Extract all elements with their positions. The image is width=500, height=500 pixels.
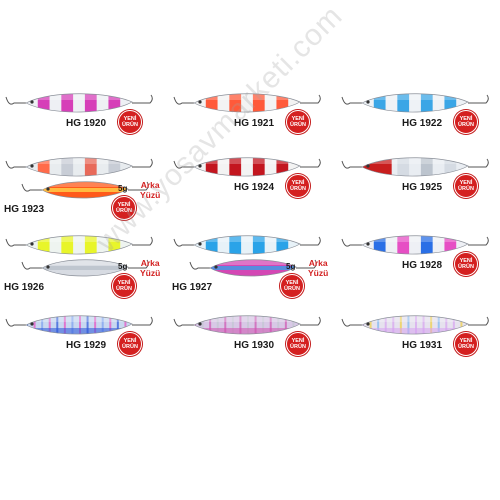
weight-label: 5g xyxy=(118,184,128,193)
hook xyxy=(5,316,153,327)
lure-image xyxy=(4,154,154,185)
lure-back-image xyxy=(188,256,318,285)
hook xyxy=(341,158,489,169)
hook xyxy=(173,236,321,247)
product-code: HG 1923 xyxy=(4,204,45,215)
lure-image xyxy=(340,154,490,185)
product-code: HG 1924 xyxy=(234,182,275,193)
lure-image xyxy=(172,312,322,343)
hook xyxy=(341,236,489,247)
hook xyxy=(21,181,149,192)
lure-image xyxy=(340,312,490,343)
hook xyxy=(5,158,153,169)
weight-label: 5g xyxy=(118,262,128,271)
product-code: HG 1931 xyxy=(402,340,443,351)
product-code: HG 1928 xyxy=(402,260,443,271)
hook xyxy=(173,94,321,105)
lure-image xyxy=(4,90,154,121)
weight-label: 5g xyxy=(286,262,296,271)
product-code: HG 1926 xyxy=(4,282,45,293)
hook xyxy=(5,236,153,247)
product-code: HG 1925 xyxy=(402,182,443,193)
lure-back-image xyxy=(20,256,150,285)
product-code: HG 1930 xyxy=(234,340,275,351)
hook xyxy=(341,316,489,327)
lure-image xyxy=(340,232,490,263)
hook xyxy=(341,94,489,105)
lure-image xyxy=(4,312,154,343)
lure-image xyxy=(172,154,322,185)
product-code: HG 1927 xyxy=(172,282,213,293)
product-code: HG 1921 xyxy=(234,118,275,129)
lure-image xyxy=(4,232,154,263)
lure-image xyxy=(172,232,322,263)
hook xyxy=(5,94,153,105)
lure-image xyxy=(172,90,322,121)
hook xyxy=(189,259,317,270)
product-code: HG 1929 xyxy=(66,340,107,351)
hook xyxy=(21,259,149,270)
hook xyxy=(173,316,321,327)
product-code: HG 1920 xyxy=(66,118,107,129)
product-code: HG 1922 xyxy=(402,118,443,129)
lure-image xyxy=(340,90,490,121)
hook xyxy=(173,158,321,169)
lure-back-image xyxy=(20,178,150,207)
